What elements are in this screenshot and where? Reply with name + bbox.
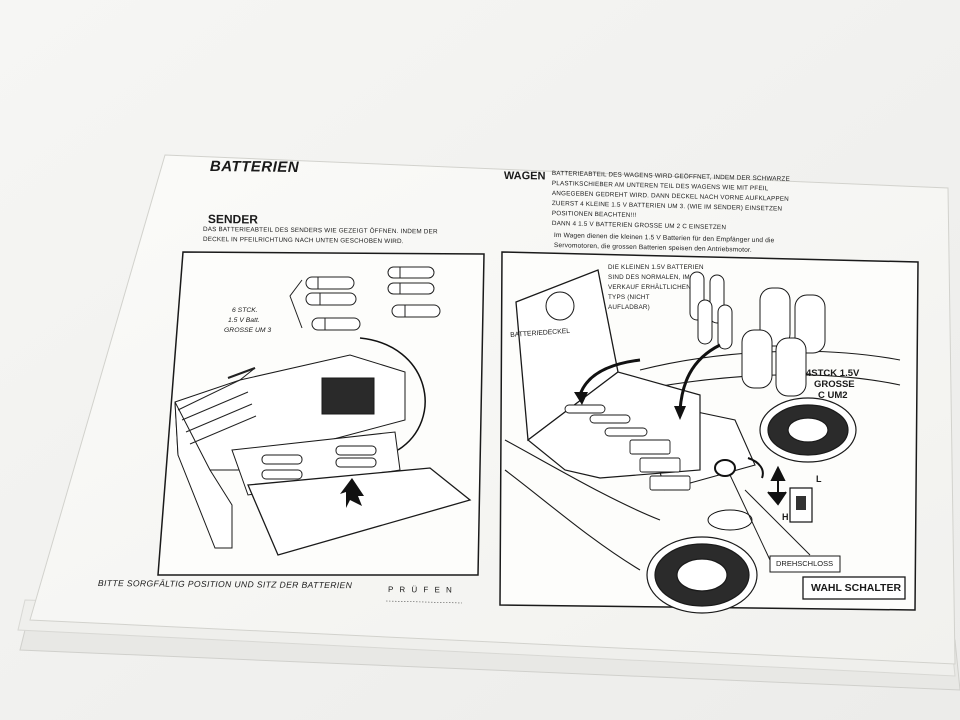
footer-check-word: P R Ü F E N xyxy=(387,585,454,595)
rear-wheel xyxy=(759,397,857,463)
selector-switch-label: WAHL SCHALTER xyxy=(811,582,902,594)
page-title: BATTERIEN xyxy=(209,158,300,176)
insert-arrow-icon xyxy=(578,358,641,396)
small-battery-note-line: AUFLADBAR) xyxy=(608,304,650,311)
large-battery-label: 4STCK 1.5V xyxy=(806,368,860,379)
switch-arrows-icon xyxy=(767,465,787,506)
insert-arrow-head xyxy=(574,392,588,405)
compartment-cover xyxy=(247,467,472,556)
battery-count-label: GROSSE UM 3 xyxy=(224,327,272,334)
small-battery-note-line: DIE KLEINEN 1.5V BATTERIEN xyxy=(608,264,704,271)
rotary-lock-icon xyxy=(714,459,736,477)
battery-count-label: 1.5 V Batt. xyxy=(228,317,260,324)
switch-letter-l: L xyxy=(816,474,822,484)
car-part xyxy=(707,509,753,531)
switch-letter-h: H xyxy=(782,512,789,522)
wagen-small-batteries xyxy=(689,271,733,350)
switch-knob xyxy=(796,496,806,510)
selector-switch-box xyxy=(802,576,906,600)
compartment-batteries xyxy=(564,404,691,491)
rotary-lock-label: DREHSCHLOSS xyxy=(776,559,834,568)
small-battery-note-line: SIND DES NORMALEN, IM xyxy=(608,274,690,281)
battery-count-label: 6 STCK. xyxy=(232,307,258,314)
lid-hole xyxy=(545,291,575,321)
battery-bracket xyxy=(289,279,303,329)
rotate-arrow-icon xyxy=(747,457,764,479)
front-wheel xyxy=(646,536,758,614)
battery-pointer-line xyxy=(359,337,426,451)
large-battery-label: C UM2 xyxy=(818,390,848,401)
large-battery-label: GROSSE xyxy=(814,379,855,390)
transmitter-box xyxy=(174,354,406,549)
small-battery-note-line: VERKAUF ERHÄLTLICHEN xyxy=(608,284,691,291)
wagen-heading: WAGEN xyxy=(503,170,546,183)
slide-down-arrow-icon xyxy=(340,478,364,508)
page-rule xyxy=(385,600,463,604)
wagen-large-batteries xyxy=(741,287,826,397)
transmitter-battery-compartment xyxy=(231,431,401,496)
rotary-lock-box xyxy=(769,555,841,573)
insert-arrow-head xyxy=(674,406,686,420)
small-battery-note-line: TYPS (NICHT xyxy=(608,294,650,301)
insert-arrow-icon xyxy=(678,343,721,411)
sender-heading: SENDER xyxy=(207,212,259,227)
sender-battery-group xyxy=(305,266,441,331)
